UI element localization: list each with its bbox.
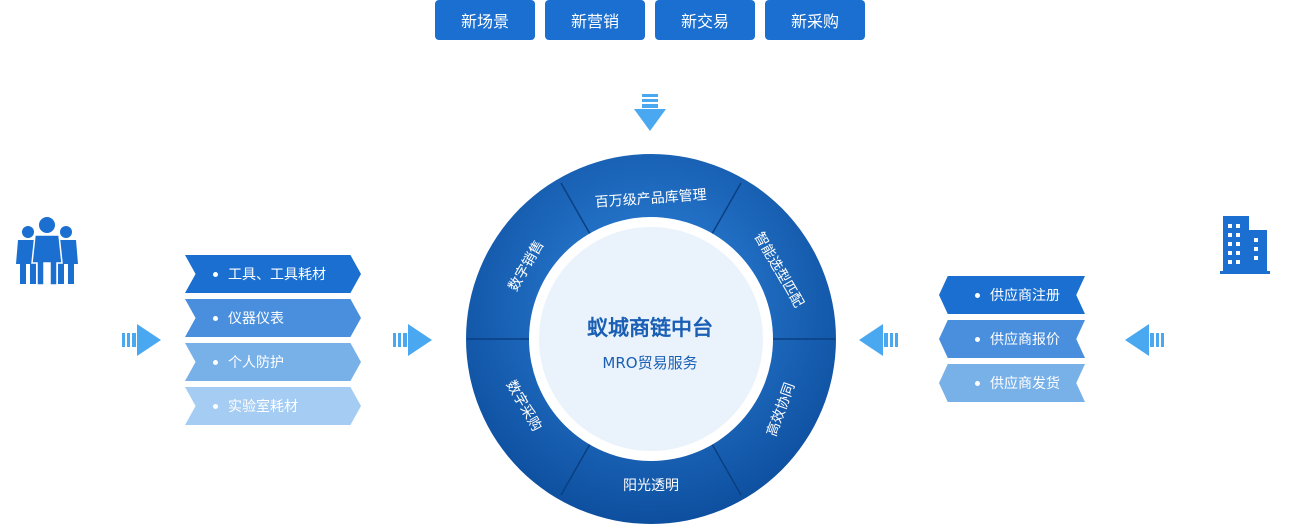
bullet-icon [975, 336, 980, 342]
supplier-action-tag[interactable]: 供应商发货 [939, 364, 1085, 402]
tag-label: 仪器仪表 [228, 311, 284, 327]
hub-subtitle: MRO贸易服务 [602, 354, 698, 372]
tab-new-marketing[interactable]: 新营销 [545, 0, 645, 40]
bullet-icon [213, 271, 218, 277]
tag-label: 供应商发货 [990, 376, 1060, 392]
ring-label-bottom: 阳光透明 [623, 478, 679, 494]
bullet-icon [213, 315, 218, 321]
tag-label: 实验室耗材 [228, 399, 298, 415]
product-category-tag[interactable]: 个人防护 [185, 343, 361, 381]
right-arrow-icon [393, 324, 432, 356]
hub-center [539, 227, 763, 451]
product-category-tag[interactable]: 实验室耗材 [185, 387, 361, 425]
bullet-icon [975, 292, 980, 298]
right-arrow-icon [122, 324, 161, 356]
product-category-tag[interactable]: 工具、工具耗材 [185, 255, 361, 293]
ring-label-top: 百万级产品库管理 [594, 187, 707, 211]
hub-title: 蚁城商链中台 [587, 316, 713, 340]
tag-label: 个人防护 [228, 355, 284, 371]
down-arrow-icon [634, 94, 666, 131]
bullet-icon [975, 380, 980, 386]
tag-label: 供应商报价 [990, 332, 1060, 348]
top-tabs: 新场景 新营销 新交易 新采购 [435, 0, 865, 40]
office-building-icon [1220, 216, 1270, 274]
bullet-icon [213, 403, 218, 409]
left-arrow-icon [859, 324, 898, 356]
tab-new-trade[interactable]: 新交易 [655, 0, 755, 40]
product-category-tag[interactable]: 仪器仪表 [185, 299, 361, 337]
tag-label: 供应商注册 [990, 288, 1060, 304]
tab-new-scene[interactable]: 新场景 [435, 0, 535, 40]
bullet-icon [213, 359, 218, 365]
tab-new-purchase[interactable]: 新采购 [765, 0, 865, 40]
supplier-action-tag[interactable]: 供应商报价 [939, 320, 1085, 358]
tag-label: 工具、工具耗材 [228, 267, 326, 283]
people-group-icon [16, 217, 78, 286]
left-arrow-icon [1125, 324, 1164, 356]
supplier-action-tag[interactable]: 供应商注册 [939, 276, 1085, 314]
